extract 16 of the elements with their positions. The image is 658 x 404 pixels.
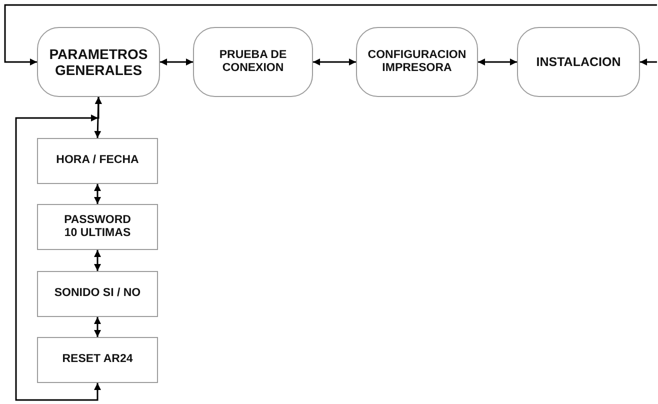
- node-label: PARAMETROS GENERALES: [48, 46, 149, 78]
- process-box: [356, 27, 478, 97]
- node-label: PASSWORD 10 ULTIMAS: [63, 214, 132, 240]
- menu-item-box: [37, 337, 158, 383]
- node-label: INSTALACION: [536, 54, 621, 70]
- menu-item-box: [37, 271, 158, 317]
- process-box: [517, 27, 640, 97]
- menu-item-box: [37, 204, 158, 250]
- node-label: HORA / FECHA: [56, 154, 139, 168]
- process-box: [37, 27, 160, 97]
- process-box: [193, 27, 313, 97]
- node-label: PRUEBA DE CONEXION: [218, 48, 288, 76]
- node-label: SONIDO SI / NO: [54, 287, 141, 301]
- node-label: RESET AR24: [62, 353, 133, 367]
- node-label: CONFIGURACION IMPRESORA: [366, 48, 468, 76]
- menu-item-box: [37, 138, 158, 184]
